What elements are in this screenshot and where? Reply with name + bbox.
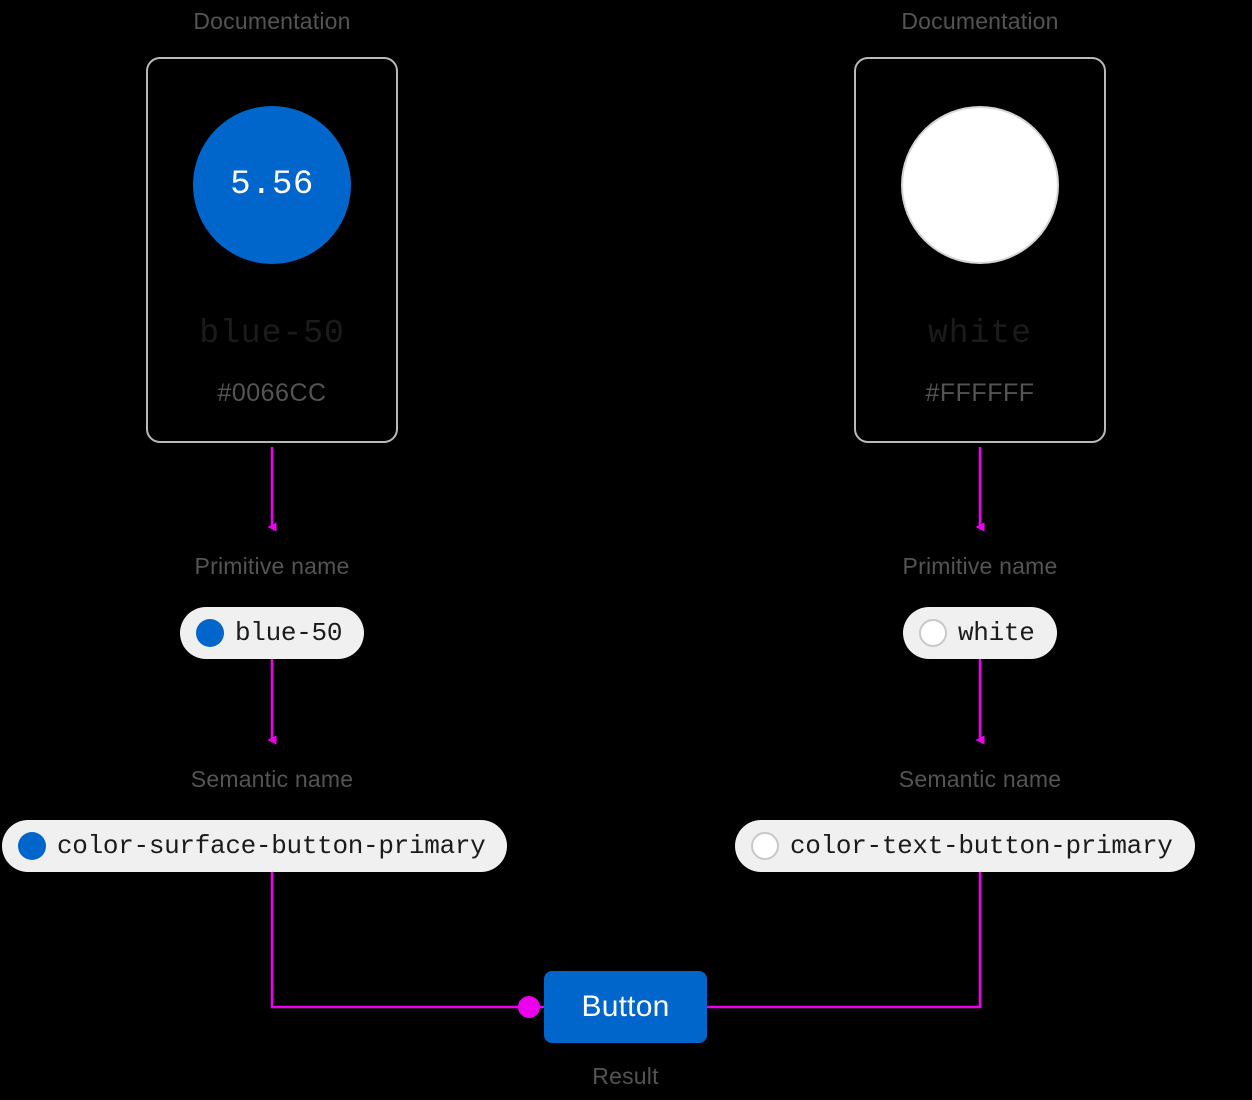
result-button[interactable]: Button	[544, 971, 707, 1043]
primitive-name-pill-left[interactable]: blue-50	[180, 607, 365, 659]
semantic-name-pill-right[interactable]: color-text-button-primary	[735, 820, 1195, 872]
connector-left-semantic-to-button	[270, 871, 544, 1009]
result-caption: Result	[592, 1063, 659, 1089]
primitive-name-pill-right[interactable]: white	[903, 607, 1057, 659]
blue-swatch-dot-icon	[18, 832, 46, 860]
semantic-name-label-right: color-text-button-primary	[790, 831, 1173, 861]
connector-right-semantic-to-button	[707, 871, 982, 1009]
primitive-name-caption-right: Primitive name	[902, 553, 1058, 579]
doc-caption-left: Documentation	[193, 8, 351, 34]
color-swatch-circle-right	[901, 106, 1059, 264]
result-button-label: Button	[581, 990, 670, 1023]
card-token-name-right: white	[927, 315, 1033, 352]
semantic-name-label-left: color-surface-button-primary	[57, 831, 486, 861]
primitive-name-label-left: blue-50	[235, 618, 343, 648]
semantic-name-caption-left: Semantic name	[190, 766, 354, 792]
white-swatch-dot-icon	[919, 619, 947, 647]
card-token-name-left: blue-50	[199, 315, 345, 352]
card-hex-value-left: #0066CC	[217, 379, 327, 407]
color-swatch-circle-left: 5.56	[193, 106, 351, 264]
semantic-name-pill-left[interactable]: color-surface-button-primary	[2, 820, 508, 872]
blue-swatch-dot-icon	[196, 619, 224, 647]
semantic-name-caption-right: Semantic name	[898, 766, 1062, 792]
swatch-wrap-right	[856, 106, 1104, 264]
primitive-name-label-right: white	[958, 618, 1035, 648]
connector-dot-left	[518, 996, 540, 1018]
documentation-card-left: 5.56 blue-50 #0066CC	[146, 57, 398, 443]
card-hex-value-right: #FFFFFF	[925, 379, 1035, 407]
swatch-wrap-left: 5.56	[148, 106, 396, 264]
primitive-name-caption-left: Primitive name	[194, 553, 350, 579]
doc-caption-right: Documentation	[901, 8, 1059, 34]
contrast-ratio-left: 5.56	[230, 166, 314, 204]
documentation-card-right: white #FFFFFF	[854, 57, 1106, 443]
white-swatch-dot-icon	[751, 832, 779, 860]
